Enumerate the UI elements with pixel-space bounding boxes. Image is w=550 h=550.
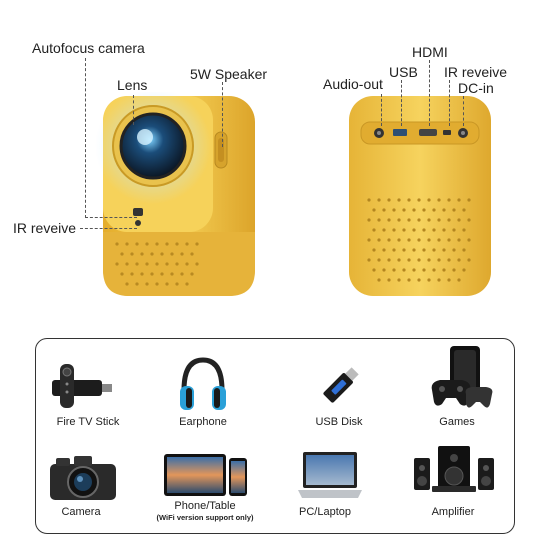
device-label: Earphone [179,416,227,428]
phone-tablet-icon [163,452,249,498]
projector-front [95,92,265,302]
device-usb-disk: USB Disk [284,416,394,428]
speaker-system-icon [412,444,496,494]
usb-disk-icon [318,362,364,408]
audio-out-leader [381,94,382,126]
autofocus-camera-label: Autofocus camera [32,40,145,56]
hdmi-leader [429,60,430,126]
lens-leader [133,95,134,125]
speaker-leader [222,82,223,147]
hdmi-label: HDMI [412,44,448,60]
device-label: USB Disk [315,416,363,428]
device-phone-table: Phone/Table (WiFi version support only) [150,500,260,522]
device-label: Amplifier [431,506,475,518]
dc-in-leader [463,96,464,126]
compatible-devices-panel [35,338,515,534]
device-games: Games [402,416,512,428]
device-label: PC/Laptop [299,506,351,518]
device-label: Fire TV Stick [56,416,120,428]
dc-in-label: DC-in [458,80,494,96]
game-console-icon [428,344,494,414]
device-amplifier: Amplifier [398,506,508,518]
ir-front-label: IR reveive [13,220,77,236]
ir-back-label: IR reveive [444,64,508,80]
autofocus-leader [85,58,86,218]
laptop-icon [297,450,363,500]
ir-front-leader [80,228,137,229]
device-camera: Camera [26,506,136,518]
usb-leader [401,80,402,126]
usb-label: USB [389,64,418,80]
autofocus-leader-h [85,217,137,218]
device-label: Camera [61,506,101,518]
device-pc-laptop: PC/Laptop [270,506,380,518]
ir-back-leader [449,80,450,126]
device-label: Phone/Table [174,500,236,512]
fire-tv-stick-icon [50,362,130,410]
lens-label: Lens [117,77,148,93]
device-earphone: Earphone [148,416,258,428]
speaker-label: 5W Speaker [190,66,268,82]
camera-icon [48,454,118,502]
device-fire-tv-stick: Fire TV Stick [33,416,143,428]
headphones-icon [178,356,228,414]
device-sublabel: (WiFi version support only) [156,513,254,522]
device-label: Games [439,416,475,428]
audio-out-label: Audio-out [323,76,383,92]
projector-back [345,92,495,302]
